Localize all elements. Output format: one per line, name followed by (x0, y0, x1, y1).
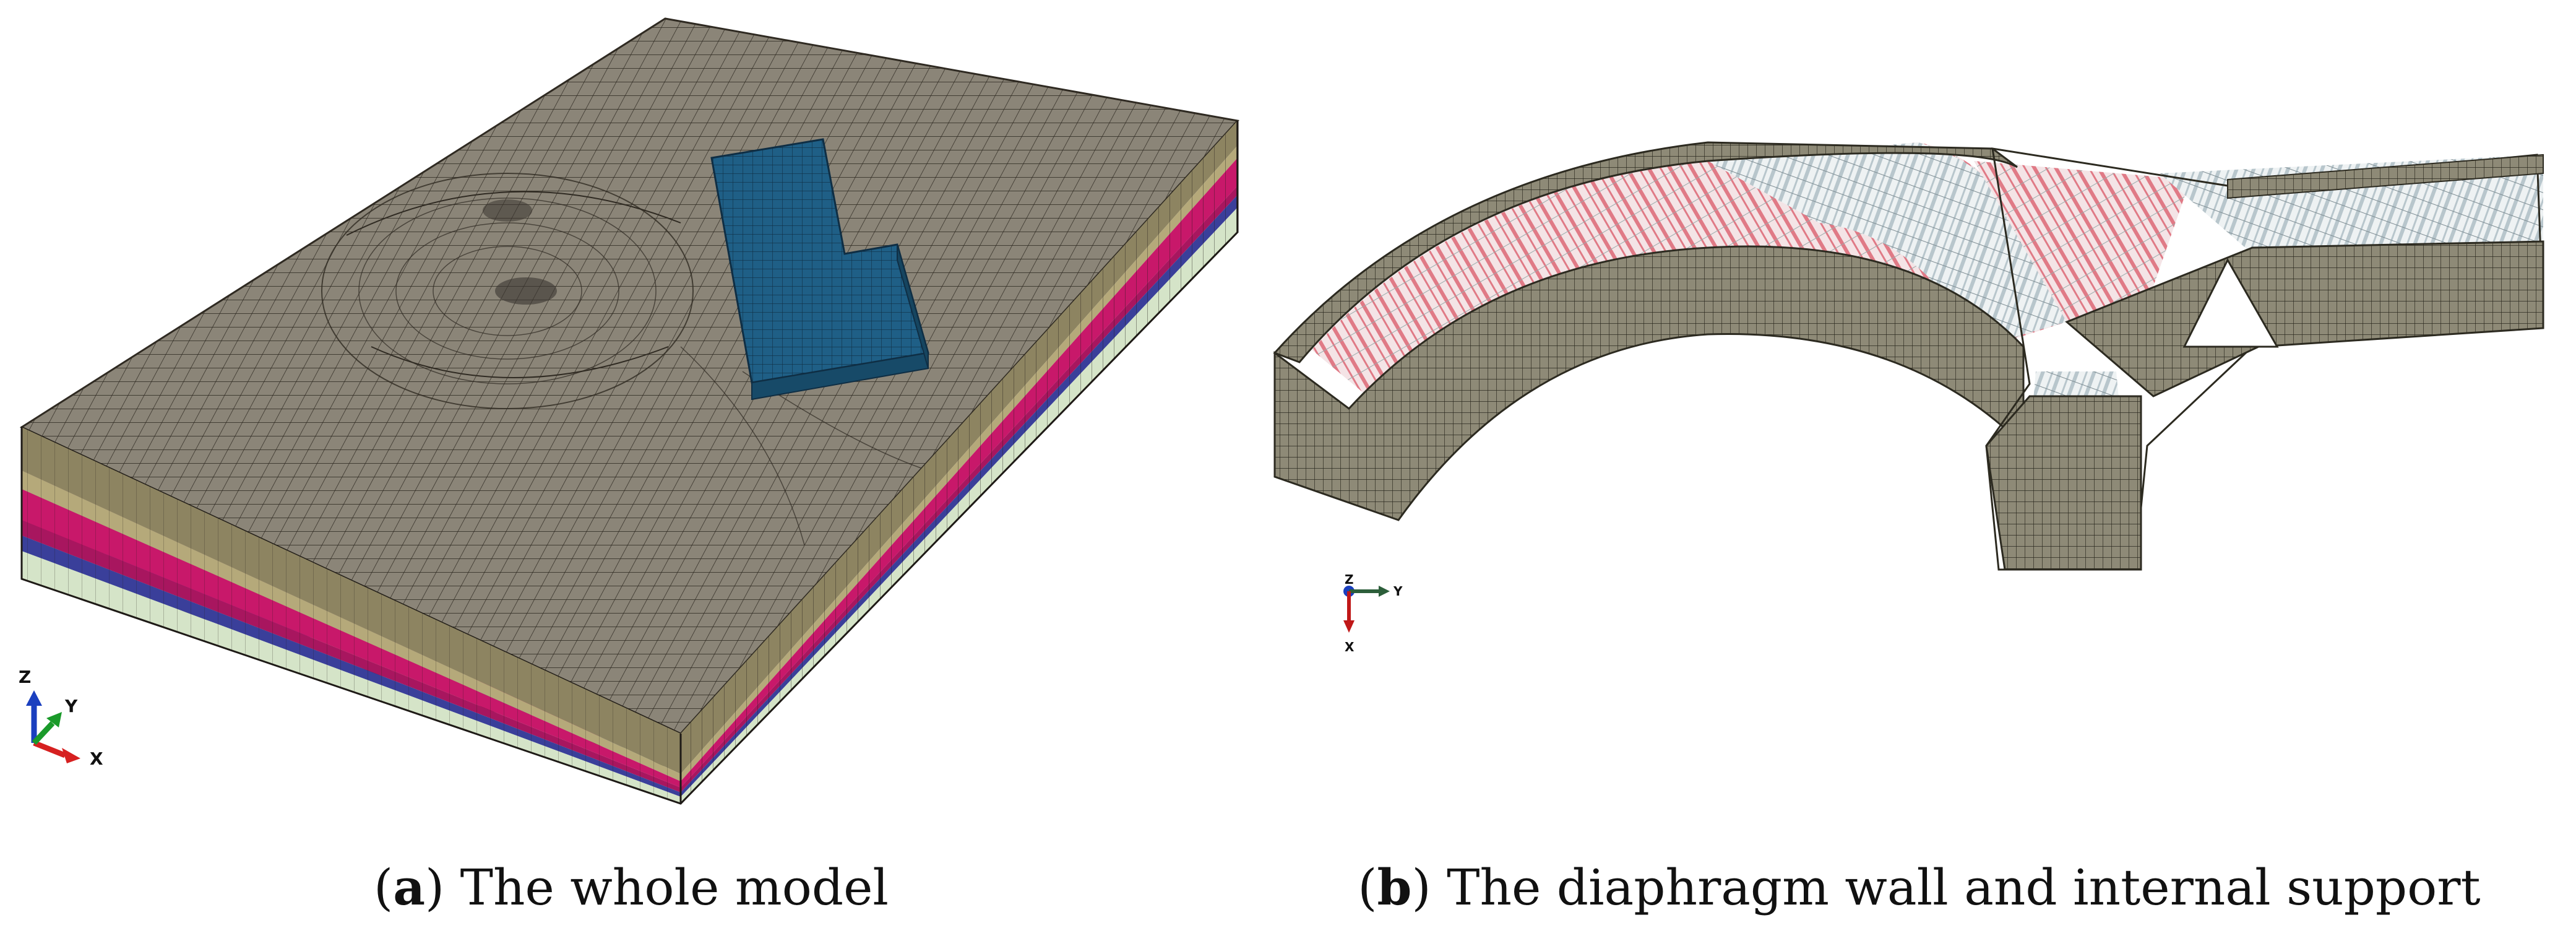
refined-mesh-zone (321, 173, 694, 409)
x-axis-label: X (90, 749, 103, 769)
z-axis-label: Z (1345, 572, 1354, 587)
caption-b: (b) The diaphragm wall and internal supp… (1358, 858, 2481, 916)
caption-a-letter: a (393, 858, 426, 916)
y-axis-label: Y (1393, 584, 1403, 599)
x-arrow-icon (1343, 620, 1355, 633)
caption-b-letter: b (1377, 858, 1412, 916)
caption-a: (a) The whole model (373, 858, 889, 916)
diaphragm-wall (1273, 141, 2544, 571)
x-axis-label: X (1345, 640, 1355, 654)
soil-layers-right (681, 121, 1238, 804)
z-axis-label: Z (19, 667, 31, 687)
diaphragm-wall-figure: Z Y X (1273, 141, 2544, 654)
axis-triad-b: Z Y X (1343, 572, 1403, 654)
y-arrow-icon (46, 712, 62, 727)
panel-a: Z Y X (a) The whole model (0, 0, 1262, 946)
y-axis-label: Y (64, 696, 78, 716)
whole-model-figure: Z Y X (19, 17, 1239, 805)
building-block (710, 138, 929, 401)
x-arrow-icon (62, 748, 80, 763)
axis-triad: Z Y X (19, 667, 103, 769)
caption-a-text: The whole model (460, 859, 889, 916)
z-arrow-icon (26, 690, 42, 706)
panel-b: Z Y X (b) The diaphragm wall and interna… (1262, 0, 2576, 946)
caption-b-text: The diaphragm wall and internal support (1447, 859, 2481, 916)
y-arrow-icon (1379, 586, 1390, 597)
